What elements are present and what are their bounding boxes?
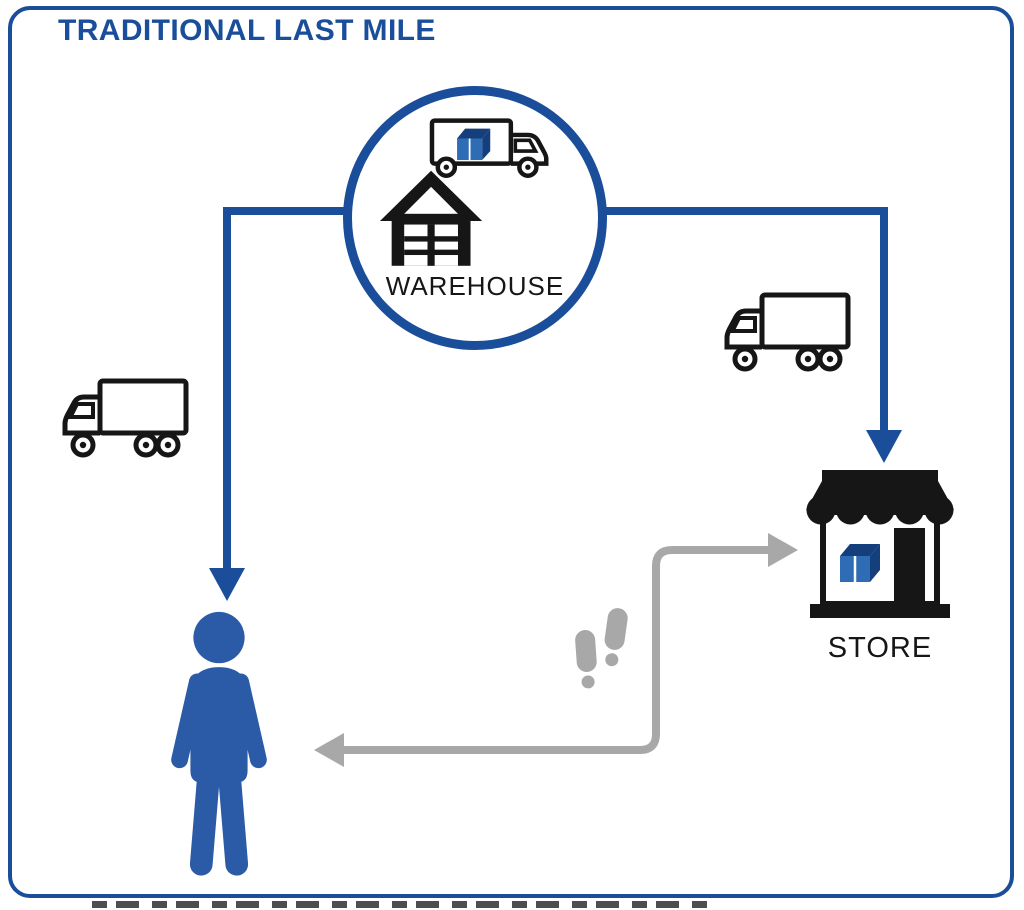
package-icon [840, 544, 880, 582]
delivery-truck-icon-left-route [60, 376, 192, 458]
warehouse-to-store-line [475, 207, 888, 432]
warehouse-building-icon [380, 170, 483, 266]
store-roof-bar [822, 470, 938, 481]
package-icon [457, 128, 491, 161]
arrowhead-down-to-store [866, 430, 902, 463]
store-door [894, 528, 925, 604]
footsteps-icon [575, 608, 628, 689]
arrowhead-right-to-store [768, 533, 798, 567]
person-icon [171, 611, 267, 876]
footstep-right [604, 608, 628, 667]
person-head [193, 611, 245, 664]
arrowhead-left-to-customer [314, 733, 344, 767]
store-label: STORE [827, 632, 933, 664]
warehouse-icon [380, 118, 549, 266]
diagram-title: TRADITIONAL LAST MILE [58, 14, 436, 47]
store-base [810, 604, 950, 618]
cropped-text-artifact [92, 901, 710, 908]
arrowhead-down-to-customer [209, 568, 245, 601]
footstep-left [575, 630, 597, 689]
warehouse-label: WAREHOUSE [385, 271, 565, 301]
person-torso [190, 667, 248, 783]
store-node: STORE [806, 470, 954, 665]
delivery-truck-icon-right-route [722, 290, 854, 372]
diagram-border [8, 6, 1014, 898]
customer-store-roundtrip-line [342, 546, 770, 754]
store-icon [806, 470, 954, 618]
delivery-truck-icon [429, 118, 549, 178]
warehouse-node: WAREHOUSE [343, 86, 607, 350]
